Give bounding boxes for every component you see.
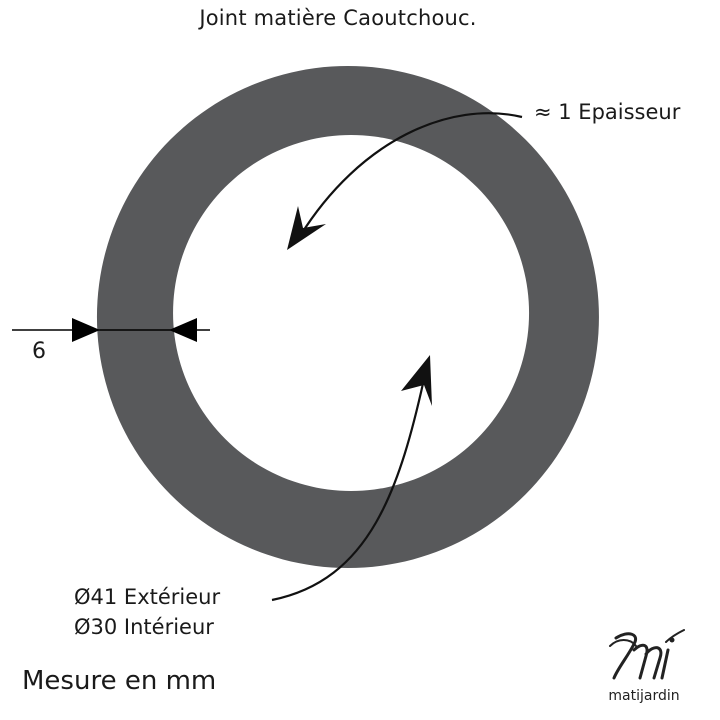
thickness-arrow-head	[287, 206, 326, 250]
brand-monogram-icon	[609, 629, 685, 680]
outer-diameter-label: Ø41 Extérieur	[74, 585, 221, 609]
diameter-arrow-head	[401, 355, 432, 406]
diameter-leader	[271, 369, 428, 602]
thickness-label: ≈ 1 Epaisseur	[534, 100, 681, 124]
unit-note: Mesure en mm	[22, 666, 217, 696]
inner-diameter-label: Ø30 Intérieur	[74, 615, 214, 639]
thickness-leader	[299, 112, 523, 237]
width-arrow-left	[72, 318, 100, 342]
brand-name: matijardin	[608, 688, 680, 704]
gasket-ring	[96, 66, 599, 568]
brand-logo: matijardin	[588, 624, 700, 710]
width-label: 6	[32, 339, 46, 364]
width-arrow-right	[169, 318, 197, 342]
diagram-title: Joint matière Caoutchouc.	[199, 6, 477, 30]
